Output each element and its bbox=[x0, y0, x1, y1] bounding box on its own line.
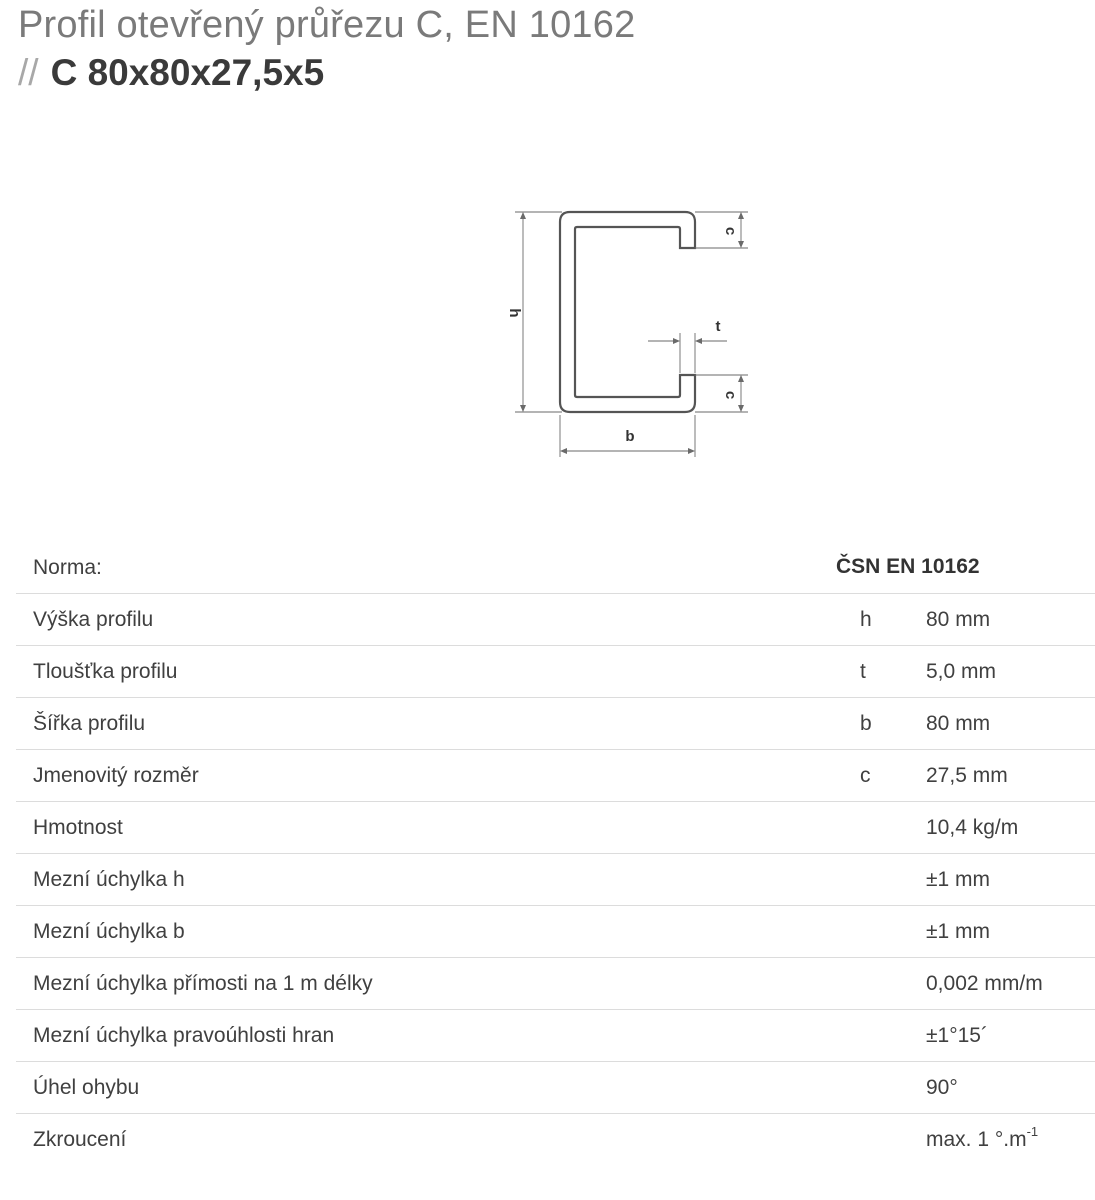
dim-label-c-top: c bbox=[722, 227, 739, 235]
spec-label: Mezní úchylka h bbox=[33, 867, 185, 891]
spec-label: Mezní úchylka přímosti na 1 m délky bbox=[33, 971, 373, 995]
product-code: C 80x80x27,5x5 bbox=[50, 52, 325, 93]
spec-row: Úhel ohybu 90° bbox=[16, 1062, 1095, 1114]
spec-label: Jmenovitý rozměr bbox=[33, 763, 199, 787]
spec-value: 5,0 mm bbox=[926, 659, 997, 683]
spec-symbol: c bbox=[860, 763, 871, 787]
page-title: Profil otevřený průřezu C, EN 10162 bbox=[18, 4, 636, 46]
specification-table: Norma: Výška profilu h 80 mm Tloušťka pr… bbox=[16, 542, 1095, 1166]
dim-label-c-bottom: c bbox=[722, 391, 739, 399]
spec-value: 10,4 kg/m bbox=[926, 815, 1019, 839]
spec-label: Hmotnost bbox=[33, 815, 123, 839]
spec-label: Úhel ohybu bbox=[33, 1075, 140, 1099]
spec-row: Hmotnost 10,4 kg/m bbox=[16, 802, 1095, 854]
spec-value: 0,002 mm/m bbox=[926, 971, 1043, 995]
spec-label: Mezní úchylka b bbox=[33, 919, 185, 943]
spec-row: Šířka profilu b 80 mm bbox=[16, 698, 1095, 750]
spec-value: ±1°15´ bbox=[926, 1023, 988, 1047]
spec-row: Mezní úchylka přímosti na 1 m délky 0,00… bbox=[16, 958, 1095, 1010]
spec-label: Zkroucení bbox=[33, 1128, 127, 1151]
spec-row: Jmenovitý rozměr c 27,5 mm bbox=[16, 750, 1095, 802]
spec-row: Mezní úchylka h ±1 mm bbox=[16, 854, 1095, 906]
spec-row: Výška profilu h 80 mm bbox=[16, 594, 1095, 646]
title-separator: // bbox=[18, 52, 39, 93]
spec-value: max. 1 °.m-1 bbox=[926, 1124, 1039, 1151]
spec-symbol: b bbox=[860, 711, 872, 735]
spec-value: ±1 mm bbox=[926, 919, 991, 943]
dim-label-h: h bbox=[506, 308, 523, 317]
dim-label-b: b bbox=[625, 428, 634, 445]
spec-label: Tloušťka profilu bbox=[33, 659, 178, 683]
spec-row-twist: Zkroucení max. 1 °.m-1 bbox=[16, 1114, 1095, 1166]
spec-exponent: -1 bbox=[1026, 1124, 1039, 1139]
spec-label: Výška profilu bbox=[33, 607, 154, 631]
spec-label: Norma: bbox=[33, 555, 102, 579]
spec-value: 80 mm bbox=[926, 711, 991, 735]
spec-row: Tloušťka profilu t 5,0 mm bbox=[16, 646, 1095, 698]
spec-value: 27,5 mm bbox=[926, 763, 1008, 787]
spec-value: 80 mm bbox=[926, 607, 991, 631]
dim-label-t: t bbox=[716, 318, 721, 335]
profile-outline bbox=[558, 210, 697, 414]
c-profile-cross-section-diagram: h b t c c bbox=[506, 210, 748, 457]
spec-value: 90° bbox=[926, 1075, 958, 1099]
spec-label: Mezní úchylka pravoúhlosti hran bbox=[33, 1023, 335, 1047]
spec-label: Šířka profilu bbox=[33, 711, 146, 735]
norm-value: ČSN EN 10162 bbox=[836, 555, 980, 578]
spec-row-norm: Norma: bbox=[16, 542, 1095, 594]
spec-value: ±1 mm bbox=[926, 867, 991, 891]
spec-symbol: h bbox=[860, 607, 872, 631]
product-name: // C 80x80x27,5x5 bbox=[18, 52, 324, 94]
spec-row: Mezní úchylka pravoúhlosti hran ±1°15´ bbox=[16, 1010, 1095, 1062]
spec-symbol: t bbox=[860, 659, 866, 683]
spec-row: Mezní úchylka b ±1 mm bbox=[16, 906, 1095, 958]
